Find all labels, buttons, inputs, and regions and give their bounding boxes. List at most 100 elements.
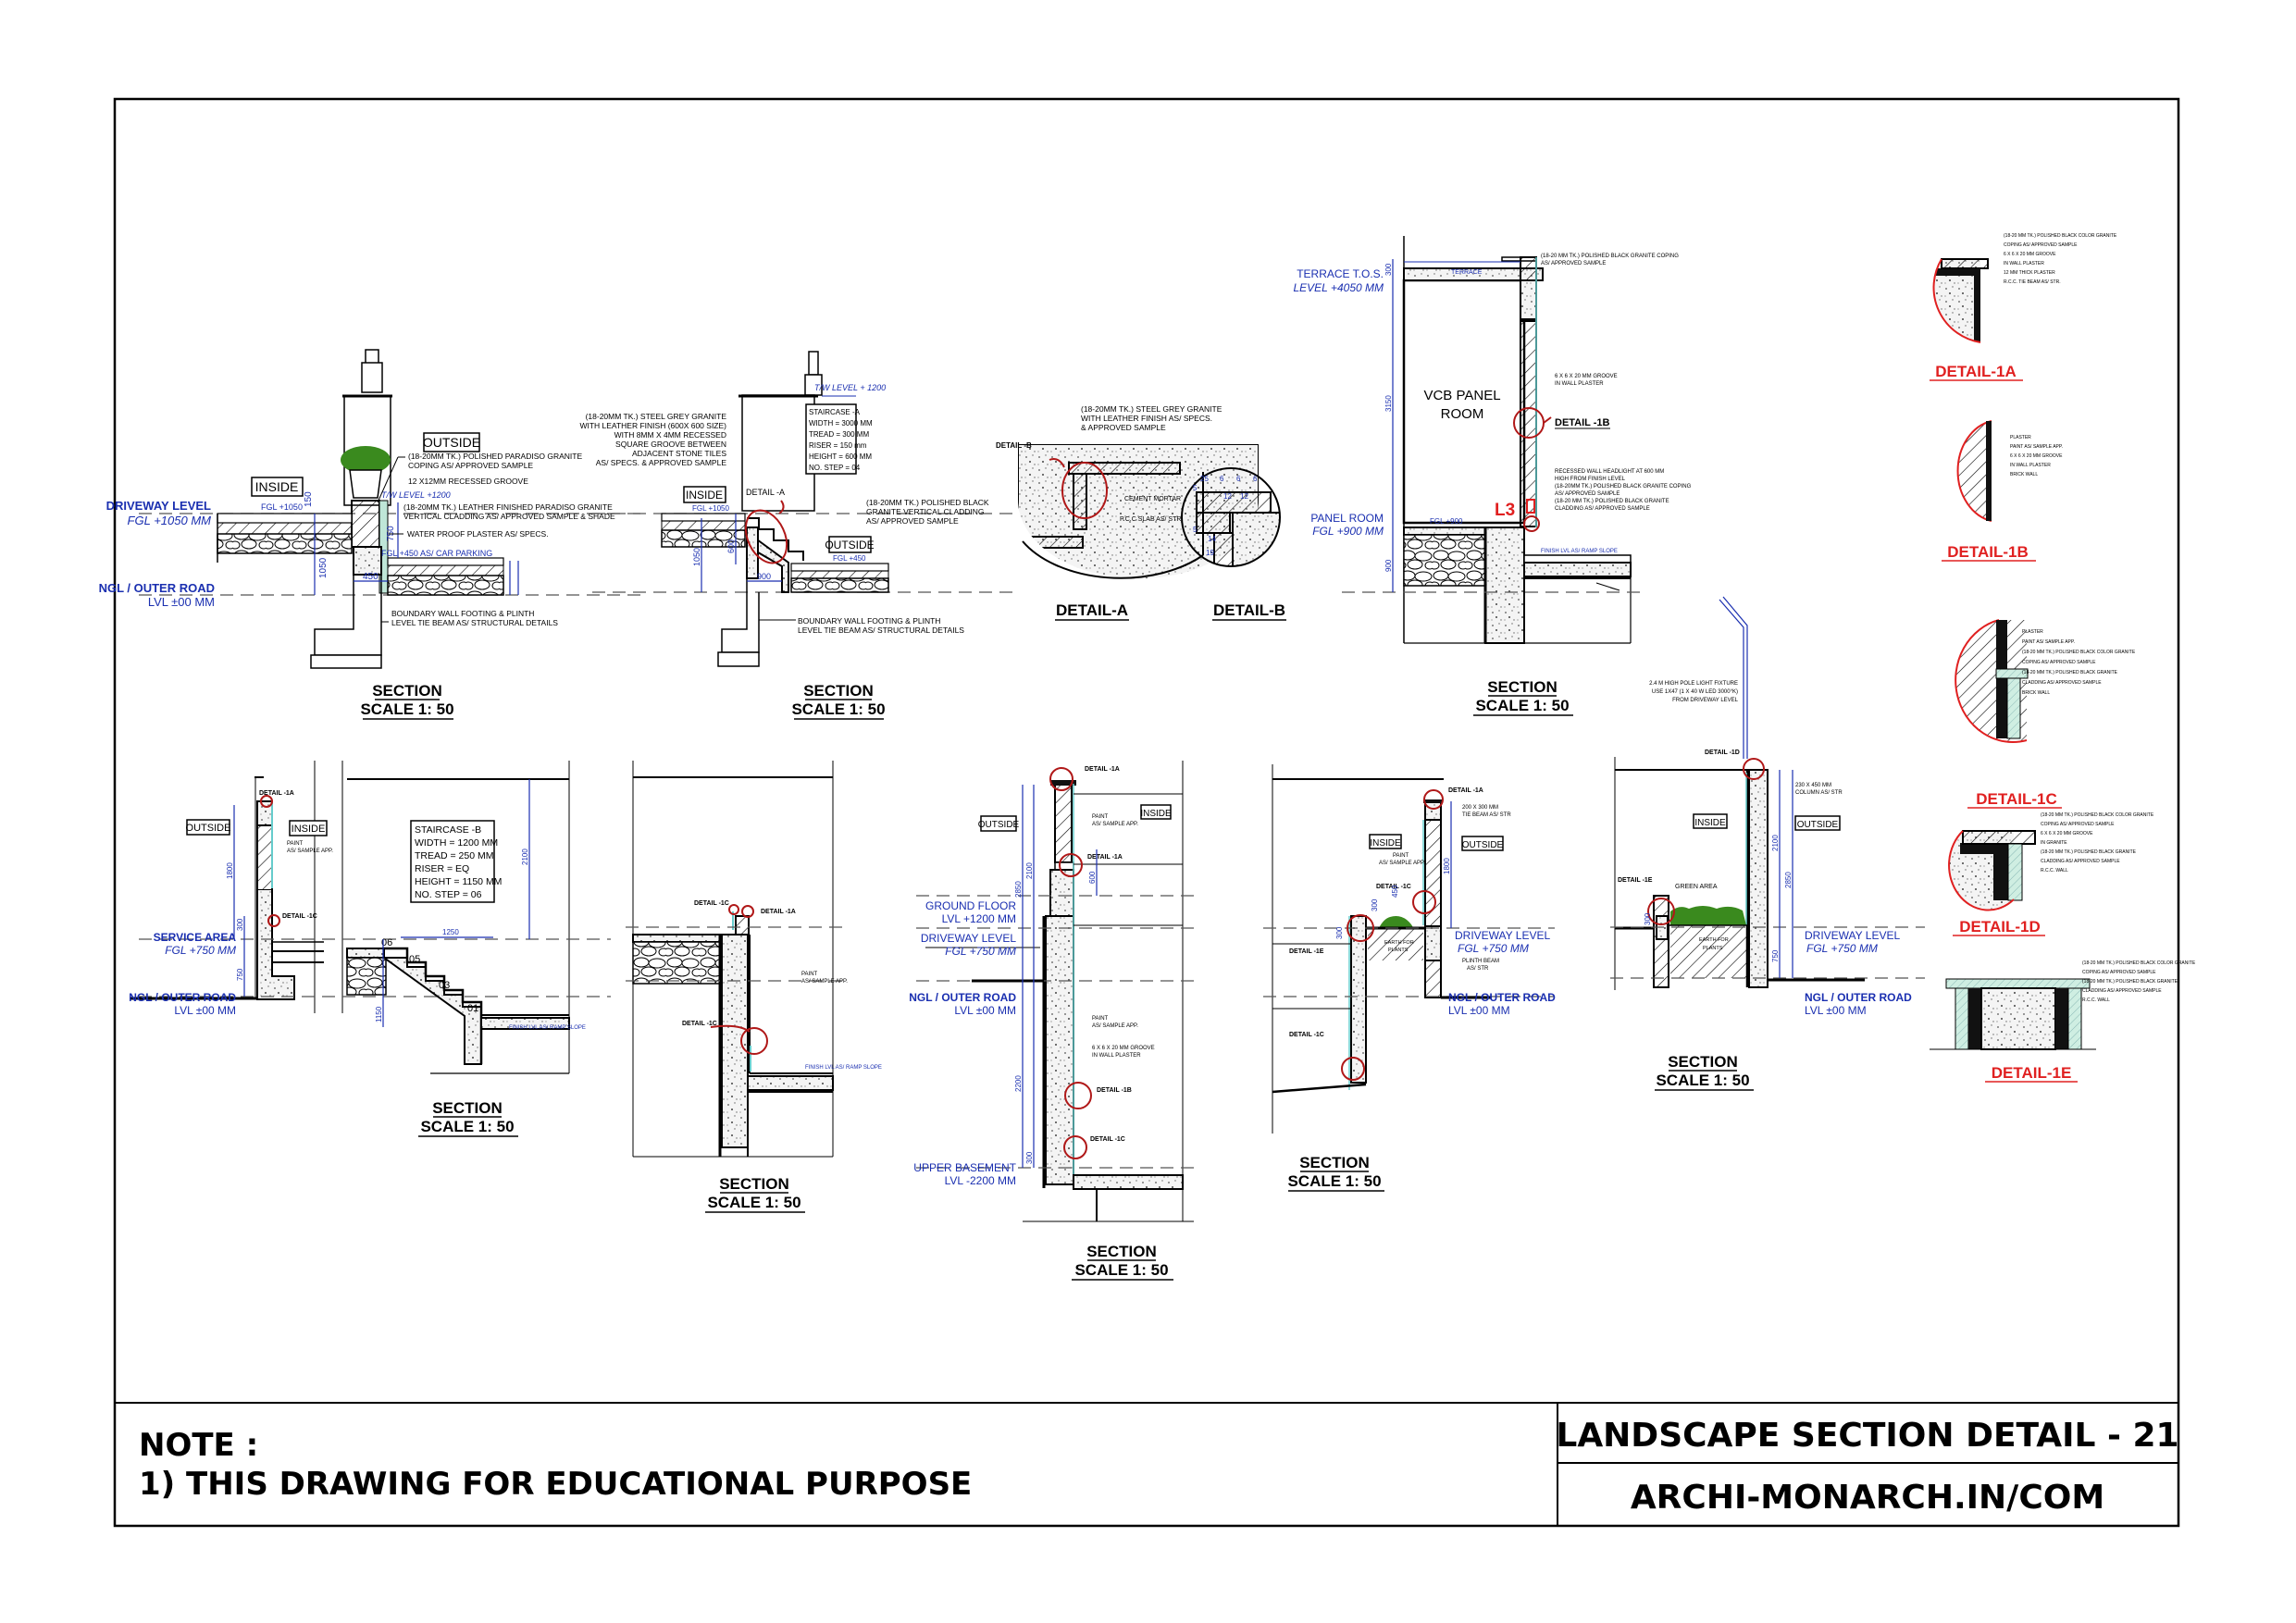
section-4: DETAIL -1A DETAIL -1C STAIRCASE -BWIDTH …: [129, 761, 611, 1137]
room-label: VCB PANEL: [1423, 388, 1500, 403]
note-line: IN WALL PLASTER: [1555, 381, 1604, 387]
staircase-spec-line: NO. STEP = 04: [809, 464, 861, 472]
note-line: PLASTER: [2022, 629, 2043, 635]
outside-tag: [828, 536, 872, 553]
outside-tag: [980, 815, 1017, 832]
dim-text: 450: [1391, 885, 1399, 898]
dim-text: 6: [1220, 475, 1224, 483]
note-line: (18-20 MM TK.) POLISHED BLACK COLOR GRAN…: [2004, 233, 2117, 239]
title-block: NOTE : 1) THIS DRAWING FOR EDUCATIONAL P…: [139, 1417, 2179, 1517]
earth-note: EARTH FOR: [1699, 937, 1729, 943]
ngl-label: NGL / OUTER ROAD: [129, 991, 236, 1004]
svg-text:COPING AS/ APPROVED SAMPLE: COPING AS/ APPROVED SAMPLE: [408, 461, 533, 470]
note-line: (18-20 MM TK.) POLISHED BLACK COLOR GRAN…: [2041, 812, 2154, 818]
note-line: 6 X 6 X 20 MM GROOVE: [2041, 831, 2093, 836]
section-title: SECTION: [1086, 1243, 1157, 1260]
note-line: BRICK WALL: [2022, 690, 2050, 696]
paint-note: PAINT: [1393, 853, 1409, 859]
inside-tag: [289, 820, 328, 836]
section-title: SECTION: [1299, 1154, 1370, 1171]
inside-label: INSIDE: [686, 489, 723, 502]
detail-1b-title: DETAIL-1B: [1947, 543, 2029, 561]
detail-1e: (18-20 MM TK.) POLISHED BLACK COLOR GRAN…: [1930, 960, 2196, 1083]
note-line: 2.4 M HIGH POLE LIGHT FIXTURE: [1649, 681, 1738, 687]
detail-b-ref: DETAIL -B: [996, 441, 1032, 450]
room-label-2: ROOM: [1441, 406, 1484, 422]
section-5: DETAIL -1C DETAIL -1A DETAIL -1C PAINT A…: [626, 761, 882, 1213]
inside-tag: [251, 477, 304, 497]
section-scale: SCALE 1: 50: [1074, 1261, 1168, 1279]
outside-label: OUTSIDE: [186, 823, 231, 834]
paint-note: AS/ SAMPLE APP.: [1092, 1023, 1138, 1029]
dim-text: 600: [1088, 871, 1097, 884]
note-line: (18-20 MM TK.) POLISHED BLACK GRANITE: [1555, 499, 1669, 504]
dim-text: 300: [1384, 263, 1393, 276]
dim-text: 12: [1223, 492, 1232, 501]
dim-text: 300: [1025, 1151, 1034, 1164]
section-scale: SCALE 1: 50: [1475, 697, 1569, 714]
staircase-spec-line: TREAD = 250 MM: [415, 850, 493, 861]
plinth-note: AS/ STR: [1467, 966, 1489, 972]
staircase-spec-line: RISER = EQ: [415, 863, 469, 874]
tw-level-tag: T/W LEVEL + 1200: [814, 383, 886, 392]
detail-1a: (18-20 MM TK.) POLISHED BLACK COLOR GRAN…: [1930, 233, 2117, 381]
note-line: ADJACENT STONE TILES: [632, 449, 726, 458]
groove-note: 6 X 6 X 20 MM GROOVE: [1092, 1046, 1155, 1051]
outside-label: OUTSIDE: [978, 820, 1020, 830]
groove-note: IN WALL PLASTER: [1092, 1053, 1141, 1059]
paint-note: PAINT: [801, 972, 818, 977]
inside-label: INSIDE: [1370, 838, 1401, 849]
fgl-outside-tag: FGL +450 AS/ CAR PARKING: [381, 549, 492, 558]
note-line: R.C.C. TIE BEAM AS/ STR.: [2004, 279, 2061, 285]
paint-note: PAINT: [287, 841, 304, 847]
note-line: COPING AS/ APPROVED SAMPLE: [2082, 970, 2156, 975]
section-title: SECTION: [372, 682, 442, 700]
dim-text: 14: [1208, 535, 1216, 543]
terrace-label: TERRACE T.O.S.: [1297, 267, 1384, 280]
section-3-notes: (18-20 MM TK.) POLISHED BLACK GRANITE CO…: [1541, 254, 1692, 512]
note-line: AS/ APPROVED SAMPLE: [1555, 491, 1620, 497]
dim-text: 900: [757, 572, 771, 581]
detail-1e-ref: DETAIL -1E: [1618, 877, 1653, 884]
note-line: GRANITE VERTICAL CLADDING: [866, 507, 985, 516]
ground-floor-label: GROUND FLOOR: [925, 899, 1016, 912]
sheet-website: ARCHI-MONARCH.IN/COM: [1631, 1479, 2104, 1517]
note-heading: NOTE :: [139, 1427, 258, 1464]
ngl-level-label: LVL ±00 MM: [1448, 1004, 1510, 1017]
note-line: 6 X 6 X 20 MM GROOVE: [2004, 252, 2056, 257]
dim-text: 2100: [1771, 835, 1780, 851]
note-line: (18-20 MM TK.) POLISHED BLACK GRANITE CO…: [1541, 254, 1679, 259]
paint-note: PAINT: [1092, 1016, 1109, 1022]
detail-1a-ref: DETAIL -1A: [259, 790, 294, 797]
section-scale: SCALE 1: 50: [707, 1194, 800, 1211]
basement-level: LVL -2200 MM: [945, 1174, 1016, 1187]
note-line: (18-20MM TK.) POLISHED BLACK: [866, 498, 989, 507]
ground-floor-level: LVL +1200 MM: [942, 912, 1016, 925]
paint-note: AS/ SAMPLE APP.: [1092, 822, 1138, 827]
section-title: SECTION: [1668, 1053, 1738, 1071]
dim-text: 6: [1236, 475, 1241, 483]
dim-text: 1050: [692, 548, 701, 566]
dim-text: 12: [1240, 492, 1248, 501]
footing-note: LEVEL TIE BEAM AS/ STRUCTURAL DETAILS: [798, 626, 964, 635]
note-line: AS/ APPROVED SAMPLE: [866, 516, 959, 526]
dim-text: 1150: [375, 1006, 383, 1022]
dim-text: 1800: [1443, 858, 1451, 874]
staircase-spec-line: WIDTH = 1200 MM: [415, 837, 498, 849]
dim-text: 750: [236, 968, 244, 981]
detail-1c-ref-lower: DETAIL -1C: [682, 1021, 717, 1027]
planter-green: [1379, 916, 1413, 928]
note-line: (18-20MM TK.) STEEL GREY GRANITE: [586, 412, 727, 421]
paint-note: PAINT: [1092, 814, 1109, 820]
dim-text: 1050: [318, 557, 329, 578]
section-1: 1050 750 450 150 OUTSIDE INSIDE DRIVEWAY…: [99, 349, 648, 720]
ngl-level-label: LVL ±00 MM: [174, 1004, 236, 1017]
finish-slope-tag: FINISH LVL AS/ RAMP SLOPE: [509, 1025, 586, 1031]
driveway-fgl-label: FGL +750 MM: [1806, 942, 1878, 955]
svg-text:LEVEL TIE BEAM AS/ STRUCTURAL: LEVEL TIE BEAM AS/ STRUCTURAL DETAILS: [391, 618, 558, 627]
